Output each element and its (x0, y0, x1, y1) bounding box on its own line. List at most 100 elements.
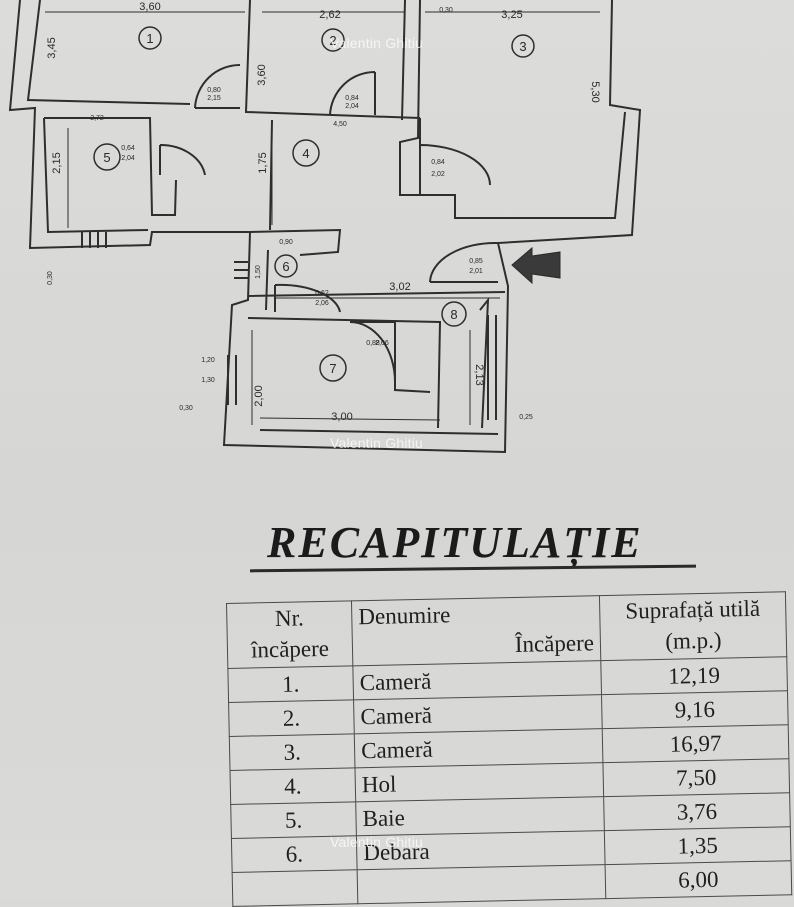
cell-nr (232, 869, 358, 907)
room-marker (274, 254, 298, 278)
door-swing (329, 70, 376, 116)
wall-room7 (247, 296, 499, 435)
header-area-line1: Suprafață utilă (625, 595, 761, 624)
recap-title: RECAPITULAȚIE (267, 518, 643, 567)
cell-area: 9,16 (601, 690, 789, 729)
door-label: 2,04 (121, 155, 135, 162)
door-label: 2,15 (207, 95, 221, 102)
dimension-label: 0,30 (179, 405, 193, 412)
header-nr: Nr. încăpere (226, 600, 353, 669)
dimension-label: 3,60 (256, 64, 268, 85)
window-mark (227, 355, 237, 405)
table-header-row: Nr. încăpere Denumire Încăpere Suprafață… (226, 591, 787, 669)
door-swing (429, 241, 499, 283)
dimension-label: 3,60 (139, 1, 160, 13)
door-label: 2,02 (431, 171, 445, 178)
door-swing (194, 63, 241, 109)
door-swing (159, 143, 206, 176)
dimension-label: 1,20 (201, 357, 215, 364)
room-marker (292, 139, 320, 167)
wall-room6 (249, 228, 342, 311)
cell-area: 6,00 (605, 860, 792, 899)
cell-area: 1,35 (604, 826, 792, 865)
door-label: 2,01 (469, 268, 483, 275)
cell-nr: 1. (227, 665, 354, 703)
header-name-line2: Încăpere (514, 630, 595, 657)
door-label: 0,80 (207, 87, 221, 94)
door-label: 2,06 (375, 340, 389, 347)
cell-area: 3,76 (603, 792, 791, 831)
room-number: 7 (329, 361, 336, 376)
room-marker (511, 34, 535, 58)
door-swing (349, 321, 396, 383)
dimension-label: 2,00 (253, 385, 265, 406)
cell-name: Cameră (353, 694, 603, 734)
dimension-label: 0,25 (519, 414, 533, 421)
window-mark (234, 261, 248, 279)
room-number: 1 (146, 31, 153, 46)
window-mark (487, 315, 497, 420)
door-label: 0,84 (431, 159, 445, 166)
dimension-line (50, 117, 500, 421)
room-marker (321, 28, 345, 52)
cell-name: Cameră (354, 728, 603, 768)
room-number: 5 (103, 150, 110, 165)
header-name: Denumire Încăpere (351, 595, 601, 666)
header-area: Suprafață utilă (m.p.) (599, 591, 787, 661)
door-label: 0,84 (345, 95, 359, 102)
entrance-arrow-icon (511, 246, 561, 285)
door-swing (419, 144, 491, 186)
dimension-label: 3,25 (501, 9, 522, 21)
header-name-line1: Denumire (358, 602, 451, 630)
room-number: 2 (329, 33, 336, 48)
dimension-label: 1,30 (201, 377, 215, 384)
header-area-line2: (m.p.) (665, 627, 722, 654)
dimension-label: 0,30 (47, 271, 54, 285)
cell-nr: 2. (228, 699, 355, 737)
dimension-label: 0,30 (439, 7, 453, 14)
door-label: 2,06 (315, 300, 329, 307)
dimension-label: 2,62 (319, 9, 340, 21)
room-marker (138, 26, 162, 50)
room-marker (93, 143, 121, 171)
wall-room5 (43, 117, 177, 234)
wall-inner (26, 0, 626, 219)
room-marker (319, 354, 347, 382)
room-number: 8 (450, 307, 457, 322)
window-mark (81, 232, 107, 248)
dimension-label: 3,45 (46, 37, 58, 58)
dimension-label: 3,00 (331, 411, 352, 423)
dimension-label: 1,50 (255, 265, 262, 279)
watermark-text: Valentin Ghitiu (330, 435, 424, 451)
cell-nr: 5. (230, 801, 357, 839)
watermark-text: Valentin Ghitiu (330, 35, 424, 51)
dimension-label: 5,30 (589, 81, 601, 102)
header-nr-line2: încăpere (250, 635, 330, 663)
dimension-label: 1,75 (257, 152, 269, 173)
cell-name (357, 864, 606, 904)
recap-table: Nr. încăpere Denumire Încăpere Suprafață… (226, 591, 792, 907)
door-label: 0,88 (366, 340, 380, 347)
cell-area: 12,19 (600, 656, 788, 695)
room-number: 4 (302, 146, 309, 161)
door-label: 0,64 (121, 145, 135, 152)
dimension-line (67, 128, 471, 425)
door-label: 0,85 (469, 258, 483, 265)
wall-outline (8, 0, 642, 454)
cell-nr: 4. (230, 767, 356, 805)
dimension-label: 0,90 (279, 239, 293, 246)
door-label: 0,62 (315, 290, 329, 297)
door-label: 2,04 (345, 103, 359, 110)
dimension-label: 2,72 (90, 115, 104, 122)
watermark-text: Valentin Ghitiu (330, 834, 424, 850)
dimension-label: 2,15 (51, 152, 63, 173)
header-nr-line1: Nr. (274, 605, 304, 631)
cell-name: Baie (355, 796, 605, 836)
cell-name: Cameră (352, 660, 602, 700)
room-number: 6 (282, 259, 289, 274)
dimension-label: 2,13 (473, 364, 485, 385)
cell-area: 16,97 (602, 724, 789, 763)
dimension-label: 4,50 (333, 121, 347, 128)
cell-nr: 3. (229, 733, 356, 771)
